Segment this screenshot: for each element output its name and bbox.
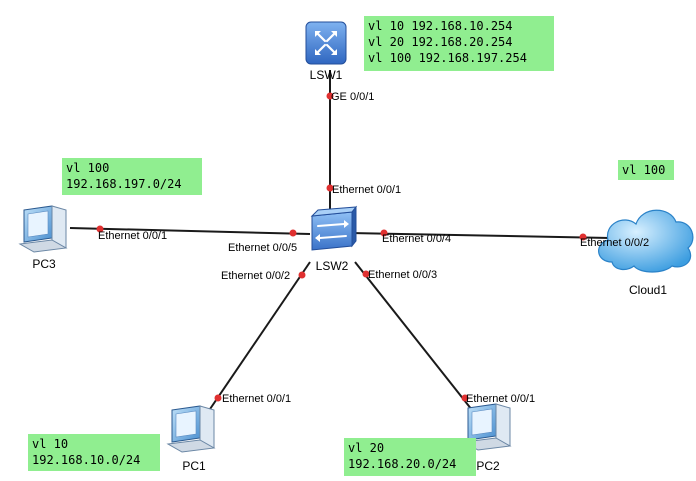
pc1-device[interactable]: PC1 bbox=[166, 405, 216, 473]
port-label-lsw1-ge001: GE 0/0/1 bbox=[331, 91, 374, 103]
note-line: vl 10 192.168.10.254 bbox=[368, 19, 513, 33]
port-dot-lsw2-e002 bbox=[298, 271, 306, 279]
port-dot-lsw2-e005 bbox=[289, 229, 297, 237]
note-pc2-vlan: vl 20 192.168.20.0/24 bbox=[344, 438, 476, 476]
port-label-cloud-e002: Ethernet 0/0/2 bbox=[580, 237, 649, 249]
pc2-device[interactable]: PC2 bbox=[462, 403, 512, 473]
port-label-lsw2-e002: Ethernet 0/0/2 bbox=[221, 270, 290, 282]
port-label-lsw2-e005: Ethernet 0/0/5 bbox=[228, 242, 297, 254]
pc3-label: PC3 bbox=[32, 257, 56, 271]
note-line: vl 100 192.168.197.254 bbox=[368, 51, 527, 65]
lsw2-label: LSW2 bbox=[316, 259, 349, 273]
port-dot-pc2-e001 bbox=[461, 394, 469, 402]
note-lsw1-vlan-gateways: vl 10 192.168.10.254 vl 20 192.168.20.25… bbox=[364, 16, 554, 71]
port-dot-lsw2-e003 bbox=[362, 270, 370, 278]
pc-icon bbox=[166, 405, 216, 453]
port-label-lsw2-e003: Ethernet 0/0/3 bbox=[368, 269, 437, 281]
cloud1-device[interactable]: Cloud1 bbox=[598, 209, 694, 297]
note-line: 192.168.197.0/24 bbox=[66, 177, 182, 191]
port-label-lsw2-e001: Ethernet 0/0/1 bbox=[332, 184, 401, 196]
note-line: 192.168.10.0/24 bbox=[32, 453, 141, 467]
note-cloud1-vlan: vl 100 bbox=[618, 160, 674, 180]
pc3-device[interactable]: PC3 bbox=[18, 205, 68, 271]
link-lsw2-cloud1[interactable] bbox=[349, 232, 611, 239]
note-line: vl 20 bbox=[348, 441, 385, 455]
note-line: vl 20 192.168.20.254 bbox=[368, 35, 513, 49]
port-dot-pc1-e001 bbox=[214, 394, 222, 402]
lsw2-device[interactable]: LSW2 bbox=[310, 205, 358, 273]
switch-l3-icon bbox=[305, 21, 347, 65]
note-line: vl 10 bbox=[32, 437, 69, 451]
port-label-pc2-e001: Ethernet 0/0/1 bbox=[466, 393, 535, 405]
cloud-icon bbox=[598, 209, 694, 273]
port-label-lsw2-e004: Ethernet 0/0/4 bbox=[382, 233, 451, 245]
pc-icon bbox=[462, 403, 512, 451]
note-pc1-vlan: vl 10 192.168.10.0/24 bbox=[28, 434, 160, 471]
note-line: 192.168.20.0/24 bbox=[348, 457, 457, 471]
port-dot-pc3-e001 bbox=[96, 225, 104, 233]
port-dot-lsw2-e001 bbox=[326, 184, 334, 192]
port-dot-lsw1-ge001 bbox=[326, 92, 334, 100]
port-dot-lsw2-e004 bbox=[380, 229, 388, 237]
port-labels: GE 0/0/1 Ethernet 0/0/1 Ethernet 0/0/1 E… bbox=[98, 91, 649, 405]
link-pc3-lsw2[interactable] bbox=[69, 227, 311, 235]
port-dot-cloud-e002 bbox=[579, 233, 587, 241]
link-lsw2-pc1[interactable] bbox=[207, 261, 311, 413]
switch-l2-icon bbox=[311, 211, 353, 251]
note-line: vl 100 bbox=[622, 163, 666, 177]
link-lsw2-pc2[interactable] bbox=[354, 261, 473, 411]
port-dots bbox=[96, 92, 587, 402]
port-label-pc1-e001: Ethernet 0/0/1 bbox=[222, 393, 291, 405]
pc1-label: PC1 bbox=[182, 459, 206, 473]
pc-icon bbox=[18, 205, 68, 253]
note-line: vl 100 bbox=[66, 161, 110, 175]
pc2-label: PC2 bbox=[476, 459, 500, 473]
note-pc3-vlan: vl 100 192.168.197.0/24 bbox=[62, 158, 202, 195]
cloud1-label: Cloud1 bbox=[629, 283, 667, 297]
port-label-pc3-e001: Ethernet 0/0/1 bbox=[98, 230, 167, 242]
lsw1-label: LSW1 bbox=[310, 68, 343, 82]
lsw1-device[interactable]: LSW1 bbox=[305, 21, 347, 82]
